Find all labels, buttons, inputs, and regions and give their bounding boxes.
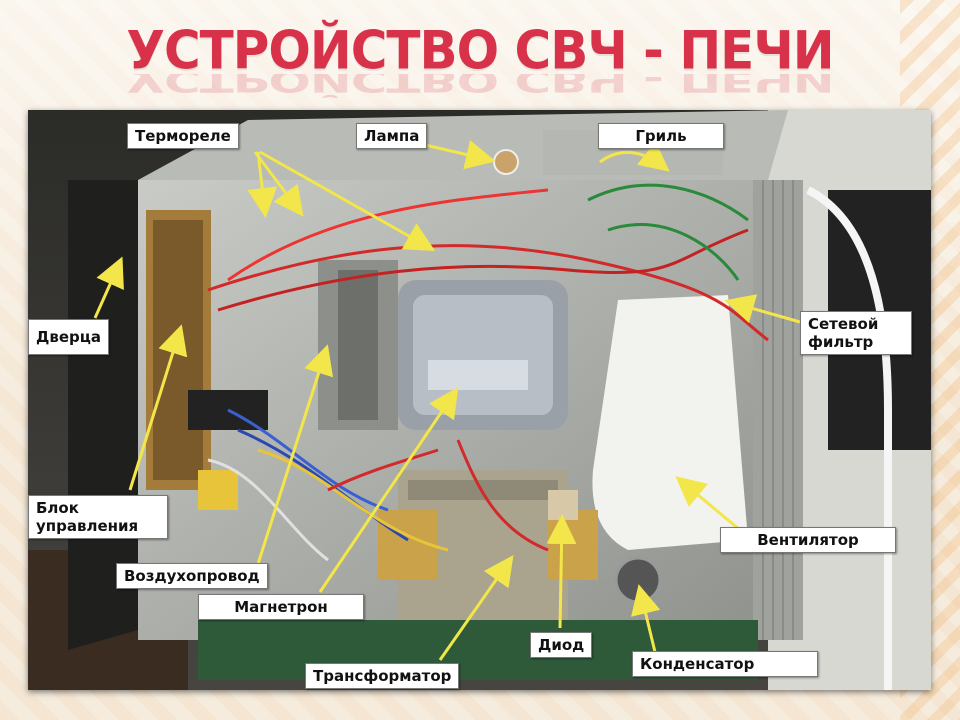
label-capacitor: Конденсатор <box>632 651 818 677</box>
label-fan: Вентилятор <box>720 527 896 553</box>
label-magnetron: Магнетрон <box>198 594 364 620</box>
microwave-internals-illustration <box>28 110 931 690</box>
label-transformer: Трансформатор <box>305 663 460 689</box>
label-thermorelay: Термореле <box>127 123 239 149</box>
slide-title: УСТРОЙСТВО СВЧ - ПЕЧИ <box>126 20 834 82</box>
label-control-block-line1: Блок <box>36 499 79 517</box>
slide-title-reflection: УСТРОЙСТВО СВЧ - ПЕЧИ <box>126 74 834 98</box>
label-network-filter-line1: Сетевой <box>808 315 879 333</box>
label-diode: Диод <box>530 632 593 658</box>
label-lamp: Лампа <box>356 123 428 149</box>
label-grill: Гриль <box>598 123 724 149</box>
label-door: Дверца <box>28 319 110 355</box>
label-air-duct: Воздухопровод <box>116 563 268 589</box>
label-control-block: Блок управления <box>28 495 168 539</box>
microwave-photo <box>28 110 931 690</box>
label-control-block-line2: управления <box>36 517 139 535</box>
label-network-filter-line2: фильтр <box>808 333 874 351</box>
label-network-filter: Сетевой фильтр <box>800 311 912 355</box>
